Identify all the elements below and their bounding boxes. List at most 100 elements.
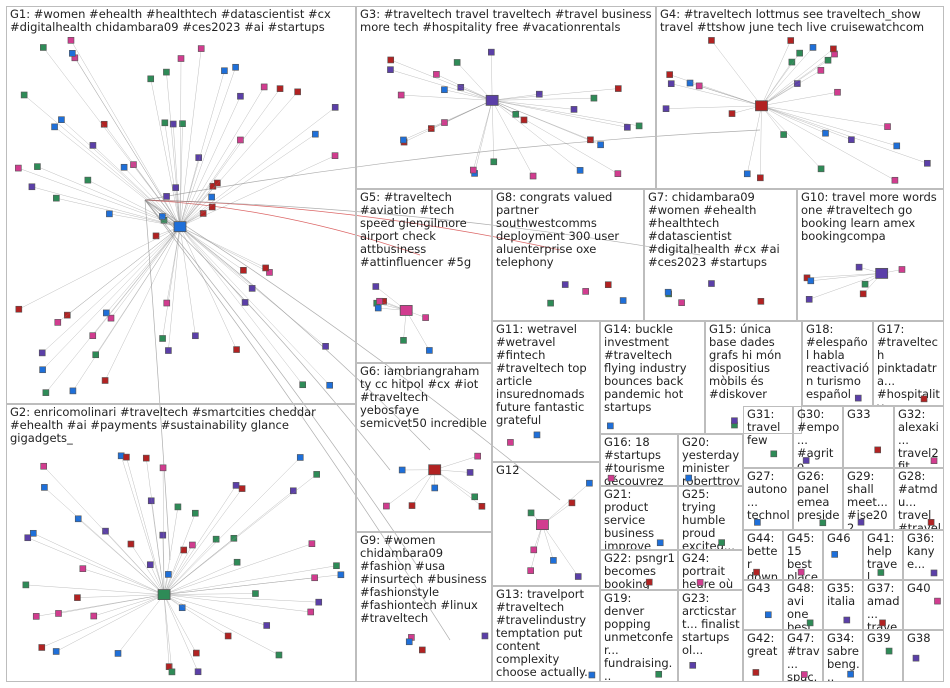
node[interactable] <box>168 668 176 676</box>
node[interactable] <box>266 269 273 276</box>
node[interactable] <box>635 122 643 130</box>
node[interactable] <box>374 304 382 312</box>
node[interactable] <box>165 347 172 354</box>
node[interactable] <box>466 469 474 476</box>
node[interactable] <box>32 613 40 620</box>
node[interactable] <box>843 616 851 624</box>
node[interactable] <box>221 67 228 75</box>
hub-node[interactable] <box>157 589 171 600</box>
node[interactable] <box>159 464 167 472</box>
node[interactable] <box>159 531 167 539</box>
node[interactable] <box>686 79 694 87</box>
node[interactable] <box>238 485 246 492</box>
group-g11[interactable]: G11: wetravel #wetravel #fintech #travel… <box>492 321 600 462</box>
node[interactable] <box>69 387 77 395</box>
group-g39[interactable]: G39 <box>863 630 903 682</box>
node[interactable] <box>427 125 435 132</box>
node[interactable] <box>161 119 169 127</box>
node[interactable] <box>550 557 557 564</box>
node[interactable] <box>178 604 186 612</box>
node[interactable] <box>607 474 615 482</box>
node[interactable] <box>855 263 863 271</box>
node[interactable] <box>89 142 97 149</box>
node[interactable] <box>163 299 171 307</box>
node[interactable] <box>568 499 576 507</box>
node[interactable] <box>561 281 569 288</box>
group-g17[interactable]: G17: #traveltech pinktadatra... #hospita… <box>873 321 944 406</box>
node[interactable] <box>123 453 130 461</box>
node[interactable] <box>248 285 256 292</box>
node[interactable] <box>830 45 837 53</box>
node[interactable] <box>15 164 22 172</box>
node[interactable] <box>770 450 778 458</box>
node[interactable] <box>22 581 30 589</box>
node[interactable] <box>662 105 670 112</box>
node[interactable] <box>39 366 46 374</box>
group-g40[interactable]: G40 <box>903 580 944 630</box>
group-g37[interactable]: G37: amad... travel... <box>863 580 903 630</box>
node[interactable] <box>179 120 186 127</box>
group-g47[interactable]: G47: #trav... spac... <box>783 630 823 682</box>
node[interactable] <box>55 610 62 617</box>
node[interactable] <box>481 632 489 640</box>
node[interactable] <box>398 466 406 474</box>
node[interactable] <box>857 518 865 526</box>
node[interactable] <box>667 80 675 87</box>
node[interactable] <box>193 649 200 657</box>
node[interactable] <box>530 546 538 554</box>
node[interactable] <box>127 540 135 548</box>
node[interactable] <box>174 503 182 511</box>
node[interactable] <box>645 578 653 586</box>
group-g27[interactable]: G27: autono... technol... #travelt... <box>743 468 793 530</box>
node[interactable] <box>159 335 166 342</box>
node[interactable] <box>408 502 416 509</box>
node[interactable] <box>262 264 269 272</box>
node[interactable] <box>195 154 203 161</box>
node[interactable] <box>29 529 37 537</box>
node[interactable] <box>233 558 241 566</box>
node[interactable] <box>474 452 481 460</box>
group-g14[interactable]: G14: buckle investment #traveltech flyin… <box>600 321 705 434</box>
node[interactable] <box>533 431 541 439</box>
node[interactable] <box>233 346 240 353</box>
node[interactable] <box>232 482 240 489</box>
node[interactable] <box>587 136 594 144</box>
node[interactable] <box>754 519 761 526</box>
node[interactable] <box>469 166 477 174</box>
group-g35[interactable]: G35: italia <box>823 580 863 630</box>
hub-node[interactable] <box>399 305 413 316</box>
node[interactable] <box>831 551 838 558</box>
group-g31[interactable]: G31: travel few <box>743 406 793 468</box>
node[interactable] <box>588 671 596 679</box>
node[interactable] <box>604 281 612 289</box>
node[interactable] <box>90 612 98 620</box>
node[interactable] <box>597 141 604 149</box>
node[interactable] <box>879 619 886 627</box>
node[interactable] <box>535 90 543 98</box>
node[interactable] <box>924 159 931 167</box>
node[interactable] <box>689 662 697 669</box>
node[interactable] <box>326 381 333 389</box>
group-g6[interactable]: G6: iambriangraham ty cc hitpol #cx #iot… <box>356 363 492 532</box>
node[interactable] <box>817 67 825 74</box>
node[interactable] <box>28 183 36 191</box>
node[interactable] <box>54 319 62 326</box>
group-g33[interactable]: G33 <box>843 406 894 468</box>
node[interactable] <box>194 668 202 676</box>
node[interactable] <box>296 454 304 461</box>
node[interactable] <box>607 422 614 430</box>
node[interactable] <box>433 71 440 78</box>
node[interactable] <box>163 68 170 76</box>
node[interactable] <box>241 299 249 306</box>
node[interactable] <box>331 104 339 111</box>
node[interactable] <box>457 84 465 91</box>
node[interactable] <box>664 288 672 296</box>
node[interactable] <box>333 562 340 570</box>
hub-node[interactable] <box>875 267 889 279</box>
node[interactable] <box>102 527 109 535</box>
group-g48[interactable]: G48: avi one best... <box>783 580 823 630</box>
node[interactable] <box>796 49 803 57</box>
node[interactable] <box>527 567 534 574</box>
group-g2[interactable]: G2: enricomolinari #traveltech #smartcit… <box>6 404 356 682</box>
node[interactable] <box>824 56 832 64</box>
